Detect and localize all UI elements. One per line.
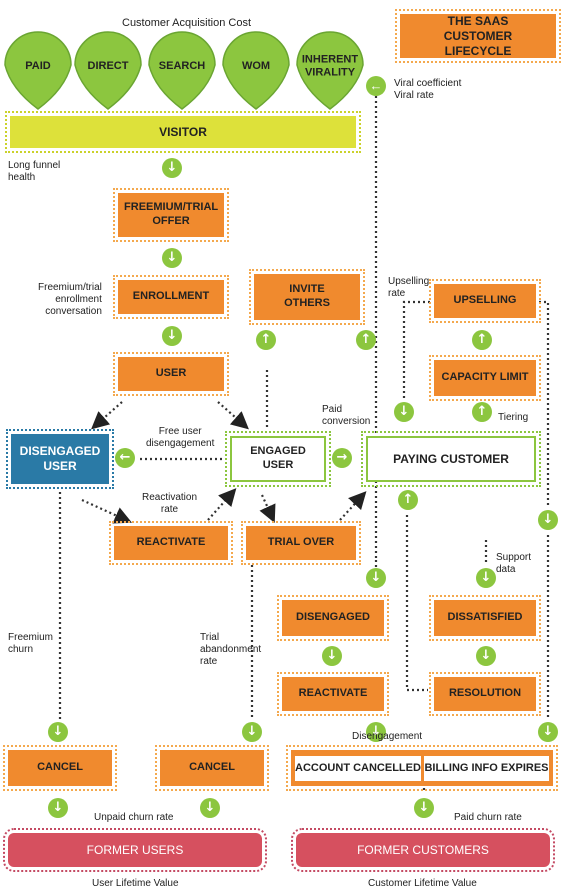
down-arrow-icon: ↓ [48, 722, 68, 742]
channel-label: PAID [25, 60, 51, 72]
freemium-churn-label: Freemium churn [8, 632, 54, 655]
up-arrow-icon: ↑ [356, 330, 376, 350]
down-arrow-icon: ↓ [476, 646, 496, 666]
up-arrow-icon: ↑ [472, 402, 492, 422]
upselling-rate-label: Upselling rate [388, 276, 430, 299]
down-arrow-icon: ↓ [322, 646, 342, 666]
user-ltv-label: User Lifetime Value [92, 878, 179, 889]
paid-conversion-label: Paid conversion [322, 404, 371, 427]
viral-arrow-icon: ← [366, 76, 386, 96]
down-arrow-icon: ↓ [538, 510, 558, 530]
invite-others-node: INVITE OTHERS [249, 269, 365, 325]
trial-abandon-label: Trial abandonment rate [200, 632, 262, 667]
engaged-user-node: ENGAGED USER [225, 431, 331, 487]
viral-label: Viral coefficient Viral rate [394, 78, 462, 101]
down-arrow-icon: ↓ [366, 722, 386, 742]
account-cancelled-node: ACCOUNT CANCELLED [295, 756, 421, 781]
channel-label: DIRECT [88, 60, 129, 72]
down-arrow-icon: ↓ [162, 248, 182, 268]
reactivation-rate-label: Reactivation rate [142, 492, 198, 515]
down-arrow-icon: ↓ [242, 722, 262, 742]
disengaged-user-node: DISENGAGED USER [6, 429, 114, 489]
acquisition-header: Customer Acquisition Cost [122, 17, 251, 29]
channel-pin-0 [4, 31, 72, 110]
channel-pin-4 [296, 31, 364, 110]
freemium-enrollment-label: Freemium/trial enrollment conversation [38, 282, 102, 317]
disengagement-label: Disengagement [352, 731, 423, 742]
channel-label: VIRALITY [305, 67, 356, 79]
cancel-mid-node: CANCEL [155, 745, 269, 791]
freemium-offer-node: FREEMIUM/TRIAL OFFER [113, 188, 229, 242]
down-arrow-icon: ↓ [200, 798, 220, 818]
cancel-left-node: CANCEL [3, 745, 117, 791]
paying-customer-node: PAYING CUSTOMER [361, 431, 541, 487]
diagram-title: THE SAAS CUSTOMER LIFECYCLE [395, 9, 561, 63]
channel-pin-1 [74, 31, 142, 110]
reactivate-right-node: REACTIVATE [277, 672, 389, 716]
capacity-limit-node: CAPACITY LIMIT [429, 355, 541, 401]
channel-label: INHERENT [302, 54, 359, 66]
former-customers-node: FORMER CUSTOMERS [291, 828, 555, 872]
reactivate-left-node: REACTIVATE [109, 521, 233, 565]
down-arrow-icon: ↓ [414, 798, 434, 818]
channel-label: WOM [242, 60, 270, 72]
disengaged-node: DISENGAGED [277, 595, 389, 641]
resolution-node: RESOLUTION [429, 672, 541, 716]
up-arrow-icon: ↑ [256, 330, 276, 350]
channel-pin-2 [148, 31, 216, 110]
channel-label: SEARCH [159, 60, 206, 72]
down-arrow-icon: ↓ [48, 798, 68, 818]
down-arrow-icon: ↓ [394, 402, 414, 422]
left-arrow-icon: ← [115, 448, 135, 468]
dissatisfied-node: DISSATISFIED [429, 595, 541, 641]
trial-over-node: TRIAL OVER [241, 521, 361, 565]
paid-churn-label: Paid churn rate [454, 812, 522, 823]
right-arrow-icon: → [332, 448, 352, 468]
down-arrow-icon: ↓ [366, 568, 386, 588]
upselling-node: UPSELLING [429, 279, 541, 323]
up-arrow-icon: ↑ [398, 490, 418, 510]
down-arrow-icon: ↓ [538, 722, 558, 742]
visitor-node: VISITOR [5, 111, 361, 153]
customer-ltv-label: Customer Lifetime Value [368, 878, 477, 889]
up-arrow-icon: ↑ [472, 330, 492, 350]
unpaid-churn-label: Unpaid churn rate [94, 812, 174, 823]
long-funnel-label: Long funnel health [8, 160, 61, 183]
user-node: USER [113, 352, 229, 396]
support-data-label: Support data [496, 552, 532, 575]
enrollment-node: ENROLLMENT [113, 275, 229, 319]
down-arrow-icon: ↓ [162, 326, 182, 346]
channel-pin-3 [222, 31, 290, 110]
tiering-label: Tiering [498, 412, 529, 423]
former-users-node: FORMER USERS [3, 828, 267, 872]
free-disengage-label: Free user disengagement [146, 426, 215, 449]
billing-expires-node: BILLING INFO EXPIRES [424, 756, 549, 781]
down-arrow-icon: ↓ [162, 158, 182, 178]
down-arrow-icon: ↓ [476, 568, 496, 588]
